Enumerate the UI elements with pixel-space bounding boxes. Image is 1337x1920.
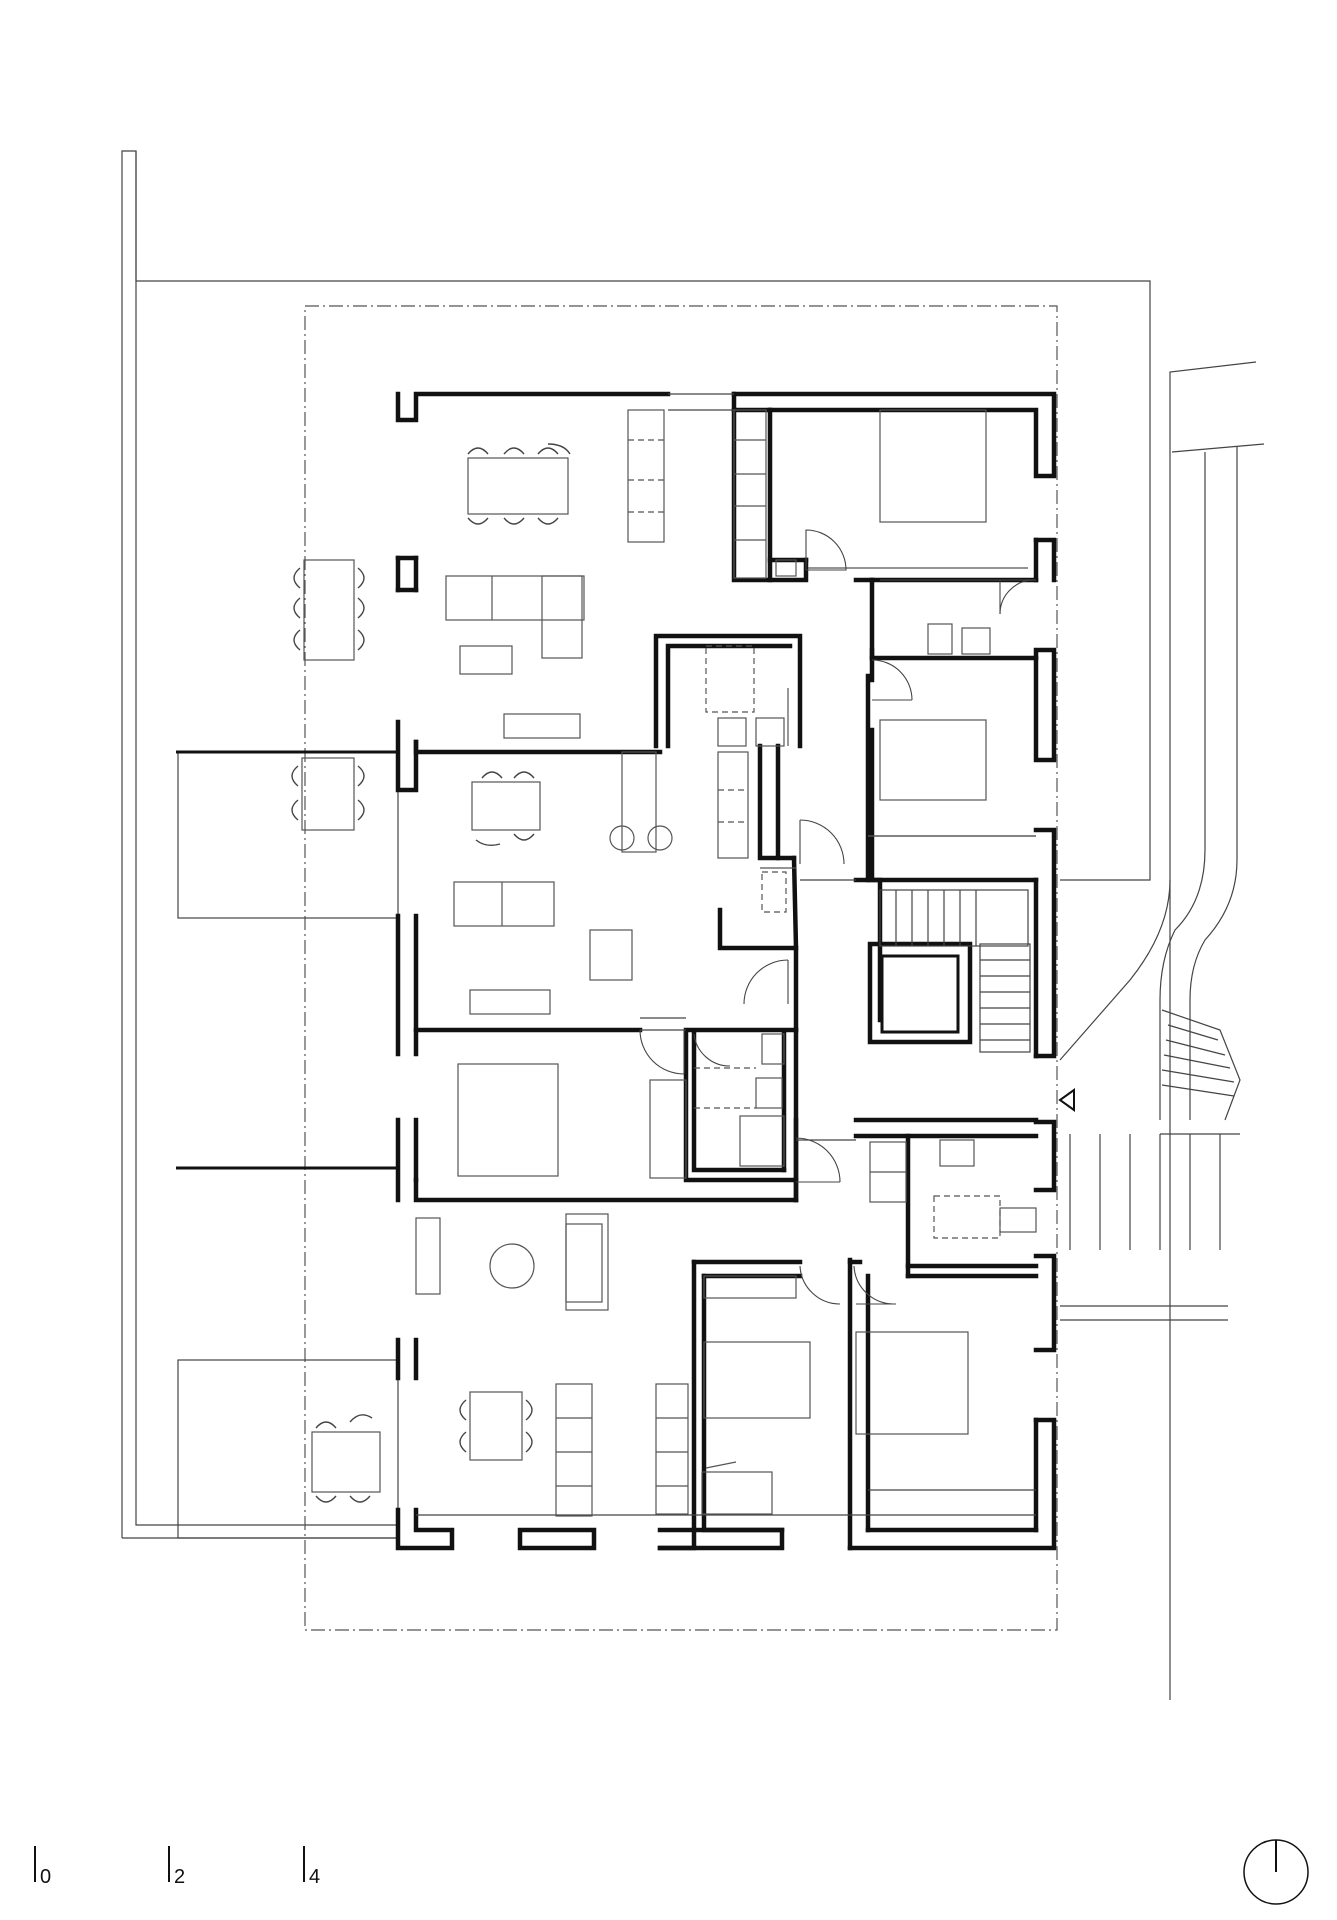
doors bbox=[639, 529, 1035, 1305]
chairs bbox=[291, 443, 571, 1503]
furniture-lower-apartment bbox=[311, 1139, 1037, 1517]
bed-5 bbox=[855, 1331, 969, 1435]
sofa bbox=[445, 575, 585, 621]
terraces bbox=[176, 750, 399, 1539]
tv-unit bbox=[503, 713, 581, 739]
bed bbox=[879, 409, 987, 523]
stair-treads bbox=[879, 889, 1031, 1053]
kitchen-island bbox=[621, 751, 657, 853]
property-line bbox=[304, 305, 1058, 1631]
bed-4 bbox=[703, 1341, 811, 1419]
sofa-2 bbox=[453, 881, 555, 927]
building-walls bbox=[395, 391, 1057, 1551]
bed-3 bbox=[457, 1063, 559, 1177]
triangle-icon bbox=[1058, 1088, 1075, 1112]
scale-tick-4 bbox=[303, 1846, 305, 1882]
round-table bbox=[489, 1243, 535, 1289]
street-lines bbox=[1059, 361, 1265, 1700]
furniture-middle-apartment bbox=[453, 751, 907, 1203]
scale-label-2: 2 bbox=[174, 1866, 186, 1888]
armchair bbox=[589, 929, 633, 981]
furniture-top-apartment bbox=[303, 409, 797, 747]
bed-2 bbox=[879, 719, 987, 801]
scale-tick-0 bbox=[34, 1846, 36, 1882]
scale-label-4: 4 bbox=[309, 1866, 321, 1888]
dining-table bbox=[467, 457, 569, 515]
furniture-upper-bedrooms bbox=[808, 409, 1036, 837]
scale-label-0: 0 bbox=[40, 1866, 52, 1888]
coffee-table bbox=[459, 645, 513, 675]
site-outline bbox=[121, 150, 1151, 1539]
dining-table-3 bbox=[469, 1391, 523, 1461]
kitchen-counter bbox=[627, 409, 665, 543]
dining-table-2 bbox=[471, 781, 541, 831]
scale-tick-2 bbox=[168, 1846, 170, 1882]
north-arrow-icon bbox=[1243, 1839, 1309, 1905]
